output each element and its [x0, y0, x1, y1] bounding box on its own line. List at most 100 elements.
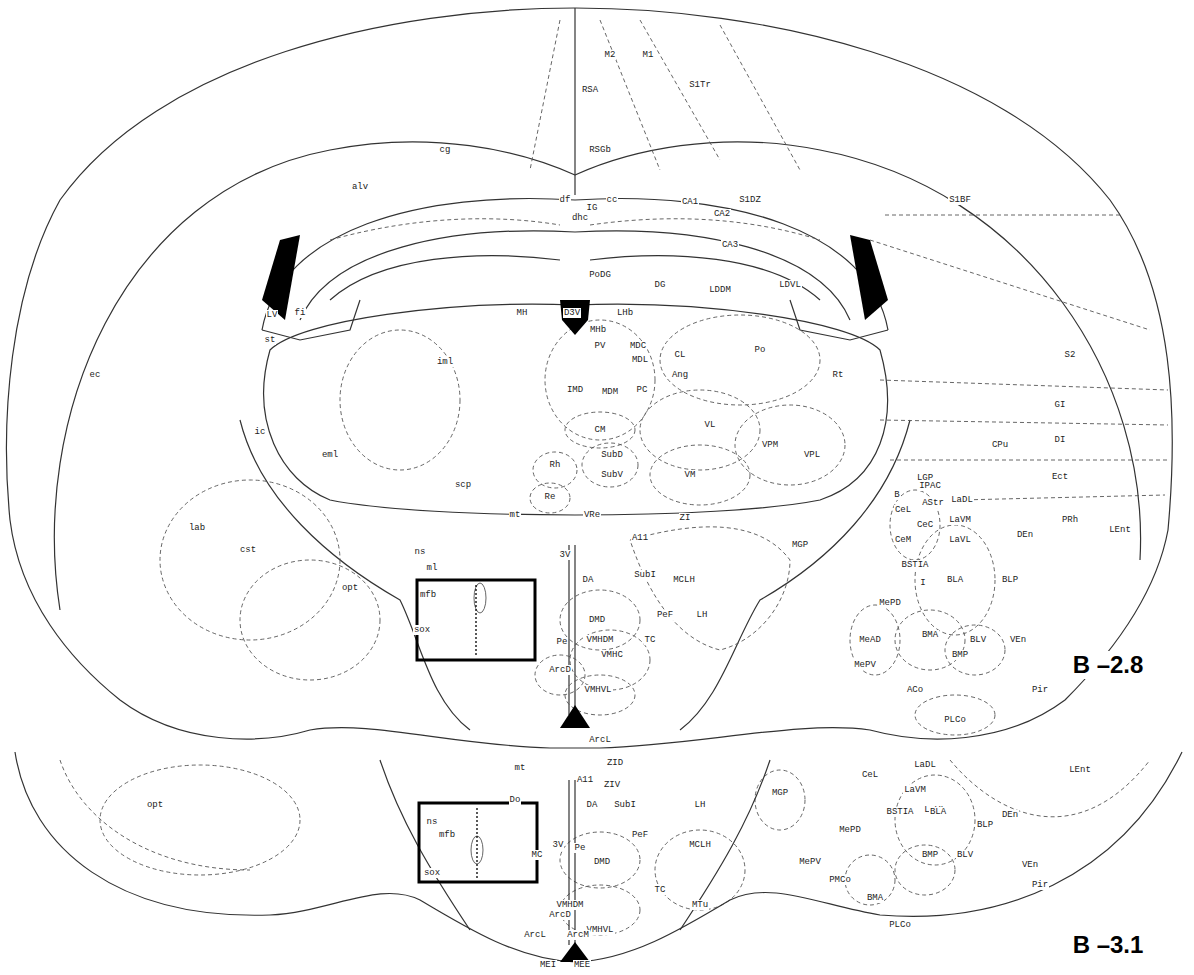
region-label: VMHDM [585, 635, 614, 645]
region-label: Rt [832, 370, 845, 380]
region-label: BMP [951, 650, 969, 660]
region-label: TC [644, 635, 657, 645]
region-label: PeF [656, 610, 674, 620]
region-label: ZI [679, 513, 692, 523]
region-label: MeAD [858, 635, 882, 645]
region-label: MePD [838, 825, 862, 835]
region-label: LEnt [1068, 765, 1092, 775]
region-label: MCLH [672, 575, 696, 585]
region-label: LaVM [948, 515, 972, 525]
region-label: ns [414, 547, 427, 557]
region-label: LaVL [948, 535, 972, 545]
region-label: BLP [1001, 575, 1019, 585]
region-label: VL [704, 420, 717, 430]
region-label: VMHVL [585, 925, 614, 935]
region-label: MGP [771, 788, 789, 798]
region-label: sox [423, 868, 441, 878]
region-label: ec [89, 370, 102, 380]
region-label: ArcD [548, 665, 572, 675]
region-label: LV [266, 310, 279, 320]
region-label: Ang [671, 370, 689, 380]
region-label: ZID [606, 758, 624, 768]
region-label: CM [594, 425, 607, 435]
region-label: BSTIA [900, 560, 929, 570]
region-label: TC [654, 885, 667, 895]
region-label: DI [1054, 435, 1067, 445]
region-label: DEn [1001, 810, 1019, 820]
region-label: VMHDM [555, 900, 584, 910]
region-label: LEnt [1108, 525, 1132, 535]
region-label: SubI [613, 800, 637, 810]
region-label: BLV [969, 635, 987, 645]
region-label: VRe [583, 510, 601, 520]
region-label: CeL [894, 505, 912, 515]
region-label: MDC [629, 341, 647, 351]
region-label: ic [254, 427, 267, 437]
region-label: BMA [866, 893, 884, 903]
region-label: lab [188, 523, 206, 533]
region-label: CA2 [713, 209, 731, 219]
region-label: VMHC [600, 650, 624, 660]
region-label: DMD [593, 857, 611, 867]
region-label: DEn [1016, 530, 1034, 540]
region-label: VPL [803, 450, 821, 460]
region-label: CA1 [681, 197, 699, 207]
region-label: ArcM [566, 930, 590, 940]
region-label: DMD [588, 615, 606, 625]
region-label: PRh [1061, 515, 1079, 525]
region-label: MDL [631, 355, 649, 365]
region-label: S2 [1064, 350, 1077, 360]
region-label: Rh [549, 460, 562, 470]
region-label: MCLH [688, 840, 712, 850]
region-label: scp [454, 480, 472, 490]
region-label: df [559, 195, 572, 205]
region-label: BLP [976, 820, 994, 830]
region-label: MC [531, 850, 544, 860]
region-label: DA [582, 575, 595, 585]
region-label: GI [1054, 400, 1067, 410]
region-label: PMCo [828, 875, 852, 885]
region-label: A11 [576, 775, 594, 785]
region-label: LHb [616, 308, 634, 318]
region-label: A11 [631, 533, 649, 543]
region-label: MePV [798, 857, 822, 867]
region-label: iml [436, 357, 454, 367]
region-label: ZIV [603, 780, 621, 790]
region-label: ns [426, 817, 439, 827]
region-label: Pir [1031, 685, 1049, 695]
region-label: MTu [691, 900, 709, 910]
region-label: I [919, 578, 926, 588]
region-label: 3V [552, 840, 565, 850]
region-label: DA [586, 800, 599, 810]
region-label: opt [146, 800, 164, 810]
region-label: VEn [1009, 635, 1027, 645]
region-label: PoDG [588, 270, 612, 280]
region-label: cg [439, 145, 452, 155]
region-label: mt [509, 510, 522, 520]
region-label: CeM [894, 535, 912, 545]
region-label: MGP [791, 540, 809, 550]
region-label: CeL [861, 770, 879, 780]
region-label: cst [239, 545, 257, 555]
region-label: BLV [956, 850, 974, 860]
region-label: M2 [604, 50, 617, 60]
region-label: Do [509, 795, 522, 805]
region-label: CL [674, 350, 687, 360]
region-label: LaDL [913, 760, 937, 770]
region-label: VMHVL [583, 685, 612, 695]
region-label: ArcL [523, 930, 547, 940]
region-label: AStr [921, 498, 945, 508]
region-label: st [264, 335, 277, 345]
region-label: LaDL [950, 495, 974, 505]
region-label: Po [754, 345, 767, 355]
region-label: IG [586, 203, 599, 213]
region-label: S1DZ [738, 195, 762, 205]
region-label: PC [636, 385, 649, 395]
region-label: BSTIA [885, 807, 914, 817]
region-label: Pe [574, 843, 587, 853]
region-label: ArcL [588, 735, 612, 745]
region-label: Pir [1031, 880, 1049, 890]
region-label: MDM [601, 387, 619, 397]
region-label: MEI [539, 960, 557, 970]
region-label: CA3 [721, 240, 739, 250]
